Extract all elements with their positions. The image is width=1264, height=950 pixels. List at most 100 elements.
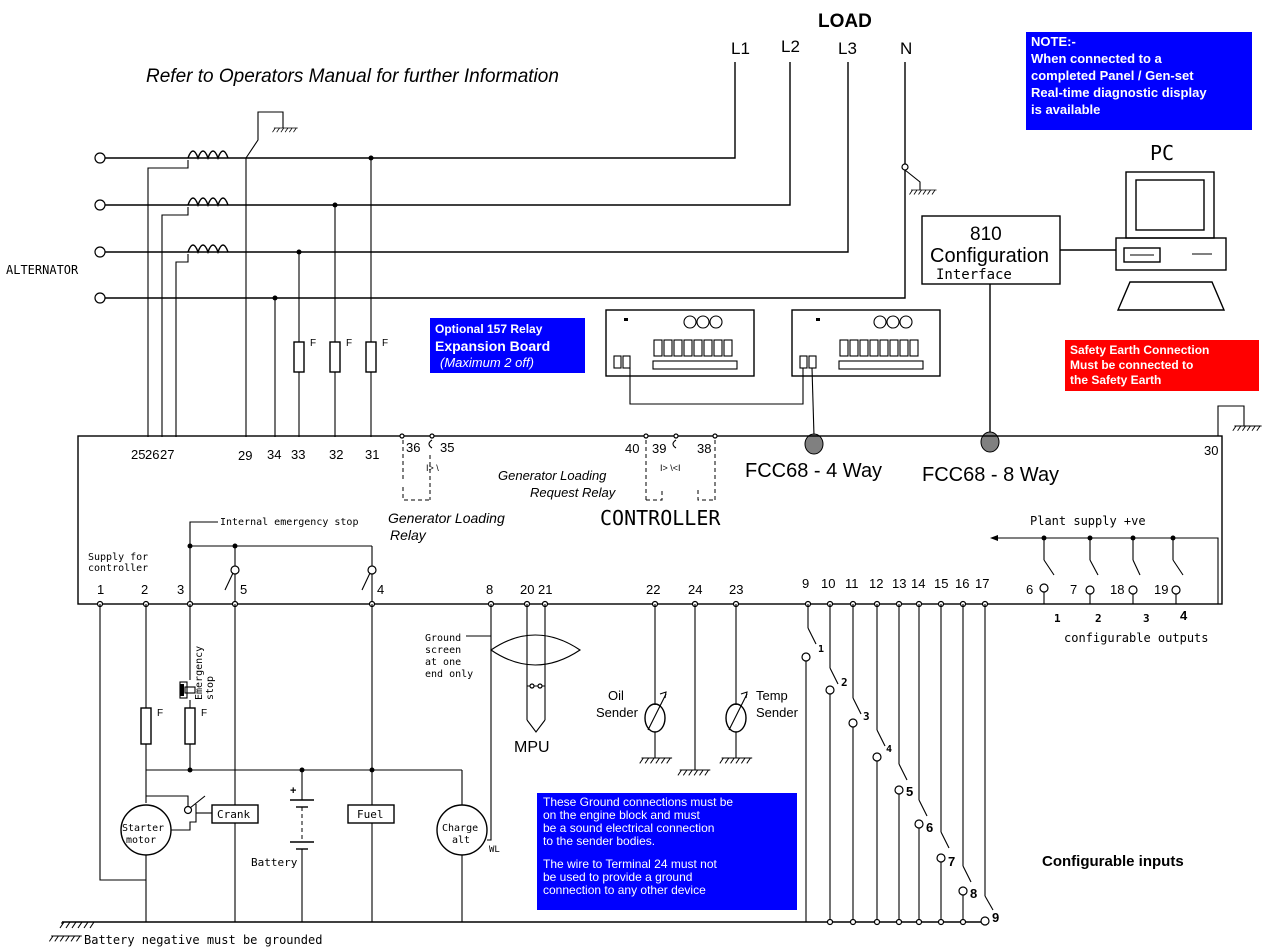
- term-29: 29: [238, 448, 252, 463]
- term-4: 4: [377, 582, 384, 597]
- temp-sender-label-2: Sender: [756, 705, 799, 720]
- term-26: 26: [145, 447, 159, 462]
- gen-loading-request-label-2: Request Relay: [530, 485, 617, 500]
- input-num-8: 8: [970, 886, 977, 901]
- safety-line-2: Must be connected to: [1070, 358, 1193, 372]
- ground-note-p1-1: These Ground connections must be: [543, 795, 733, 809]
- estop-label-1: Emergency: [194, 646, 205, 700]
- ground-note-p1-3: be a sound electrical connection: [543, 821, 714, 835]
- fuse-label-3: F: [382, 338, 388, 349]
- term-14: 14: [911, 576, 925, 591]
- output-switches: [1039, 535, 1184, 604]
- term-32: 32: [329, 447, 343, 462]
- safety-line-3: the Safety Earth: [1070, 373, 1161, 387]
- term-38: 38: [697, 441, 711, 456]
- term-21: 21: [538, 582, 552, 597]
- term-5: 5: [240, 582, 247, 597]
- term-36: 36: [406, 440, 420, 455]
- interface-line-1: 810: [970, 224, 1002, 245]
- term-12: 12: [869, 576, 883, 591]
- note-line-2: completed Panel / Gen-set: [1031, 68, 1194, 83]
- input-num-7: 7: [948, 854, 955, 869]
- supply-label-1: Supply for: [88, 552, 148, 563]
- term-33: 33: [291, 447, 305, 462]
- note-line-3: Real-time diagnostic display: [1031, 85, 1207, 100]
- mpu-sensor: [466, 604, 581, 733]
- load-line-l2: L2: [781, 37, 800, 56]
- configurable-input-switches: [801, 604, 994, 926]
- svg-text:I> \: I> \: [426, 463, 439, 473]
- term-23: 23: [729, 582, 743, 597]
- interface-box: [921, 215, 1061, 285]
- term-22: 22: [646, 582, 660, 597]
- input-num-2: 2: [841, 676, 848, 689]
- relay-board-1: [605, 309, 755, 377]
- ground-screen-3: at one: [425, 657, 461, 668]
- configurable-inputs-label: Configurable inputs: [1042, 853, 1184, 870]
- fuse-label-1: F: [310, 338, 316, 349]
- svg-text:+: +: [290, 785, 296, 797]
- term-15: 15: [934, 576, 948, 591]
- ground-note-p1-4: to the sender bodies.: [543, 834, 655, 848]
- gen-loading-relay-label-1: Generator Loading: [388, 510, 505, 526]
- plant-supply-label: Plant supply +ve: [1030, 514, 1146, 528]
- pc-icon: [1115, 171, 1227, 311]
- fcc-8-way: FCC68 - 8 Way: [922, 464, 1059, 486]
- fcc-4-way: FCC68 - 4 Way: [745, 460, 882, 482]
- output-num-4: 4: [1180, 608, 1188, 623]
- starter-motor-label-1: Starter: [122, 823, 164, 834]
- battery-label: Battery: [251, 856, 298, 869]
- configurable-outputs: configurable outputs: [1064, 631, 1209, 645]
- term-30: 30: [1204, 443, 1218, 458]
- ground-screen-4: end only: [425, 669, 473, 680]
- term-31: 31: [365, 447, 379, 462]
- term-19: 19: [1154, 582, 1168, 597]
- term-34: 34: [267, 447, 281, 462]
- ground-note-p2-3: connection to any other device: [543, 883, 706, 897]
- refer-note: Refer to Operators Manual for further In…: [146, 66, 559, 87]
- term-27: 27: [160, 447, 174, 462]
- note-title: NOTE:-: [1031, 34, 1076, 49]
- fuse-label-2: F: [346, 338, 352, 349]
- term-1: 1: [97, 582, 104, 597]
- interface-line-3: Interface: [936, 267, 1012, 283]
- note-line-4: is available: [1031, 102, 1100, 117]
- terminal-24-ground: [677, 604, 711, 776]
- ground-screen-2: screen: [425, 645, 461, 656]
- input-num-5: 5: [906, 784, 913, 799]
- oil-sender-label-1: Oil: [608, 688, 624, 703]
- interface-line-2: Configuration: [930, 245, 1049, 267]
- crank-label: Crank: [217, 808, 250, 821]
- controller-title: CONTROLLER: [600, 506, 721, 530]
- ground-note-p1-2: on the engine block and must: [543, 808, 700, 822]
- relay-board-line-1: Optional 157 Relay: [435, 322, 543, 336]
- load-line-n: N: [900, 39, 912, 58]
- controller-box: [77, 435, 1223, 605]
- term-7: 7: [1070, 582, 1077, 597]
- term-2: 2: [141, 582, 148, 597]
- term-20: 20: [520, 582, 534, 597]
- fuse-label-5: F: [201, 708, 207, 719]
- load-title: LOAD: [818, 11, 872, 32]
- charge-alt-label-1: Charge: [442, 823, 478, 834]
- mpu-label: MPU: [514, 739, 550, 756]
- term-35: 35: [440, 440, 454, 455]
- term-16: 16: [955, 576, 969, 591]
- starter-motor-label-2: motor: [126, 835, 156, 846]
- output-num-2: 2: [1095, 612, 1102, 625]
- fcc-8-connector: [980, 431, 1000, 453]
- oil-sender-label-2: Sender: [596, 705, 639, 720]
- battery-negative-label: Battery negative must be grounded: [84, 933, 322, 947]
- output-num-1: 1: [1054, 612, 1061, 625]
- supply-label-2: controller: [88, 563, 148, 574]
- fuel-label: Fuel: [357, 808, 384, 821]
- load-line-l3: L3: [838, 39, 857, 58]
- temp-sender: [719, 604, 753, 764]
- svg-text:I> \<I: I> \<I: [660, 463, 681, 473]
- term-10: 10: [821, 576, 835, 591]
- relay-board-box: [430, 318, 585, 373]
- gen-loading-relay-label-2: Relay: [390, 527, 427, 543]
- term-3: 3: [177, 582, 184, 597]
- pc-label: PC: [1150, 141, 1174, 165]
